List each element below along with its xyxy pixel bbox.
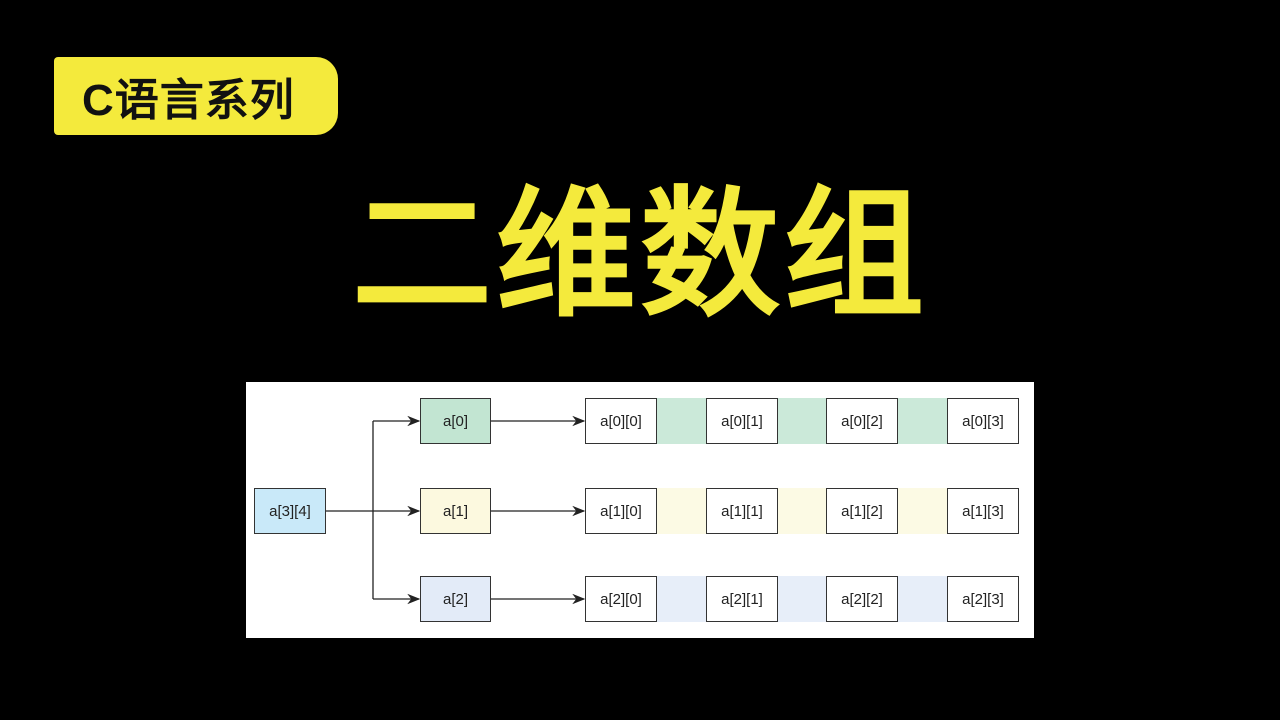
row-pointer-box: a[1]	[420, 488, 491, 534]
element-box: a[1][3]	[947, 488, 1019, 534]
row-memory-band	[657, 576, 947, 622]
series-badge-label: C语言系列	[82, 76, 295, 125]
row-pointer-box: a[0]	[420, 398, 491, 444]
root-array-box: a[3][4]	[254, 488, 326, 534]
row-memory-band	[657, 488, 947, 534]
element-box: a[1][0]	[585, 488, 657, 534]
connector-arrows	[326, 415, 586, 605]
element-box: a[0][3]	[947, 398, 1019, 444]
element-box: a[2][1]	[706, 576, 778, 622]
element-box: a[0][1]	[706, 398, 778, 444]
element-box: a[2][3]	[947, 576, 1019, 622]
element-box: a[2][0]	[585, 576, 657, 622]
row-memory-band	[657, 398, 947, 444]
element-box: a[0][0]	[585, 398, 657, 444]
element-box: a[1][2]	[826, 488, 898, 534]
series-badge: C语言系列	[54, 57, 338, 135]
element-box: a[1][1]	[706, 488, 778, 534]
row-pointer-box: a[2]	[420, 576, 491, 622]
element-box: a[2][2]	[826, 576, 898, 622]
page-title: 二维数组	[351, 176, 928, 333]
array-diagram: a[3][4] a[0] a[0][0] a[0][1] a[0][2] a[0][3]…	[246, 382, 1034, 638]
element-box: a[0][2]	[826, 398, 898, 444]
